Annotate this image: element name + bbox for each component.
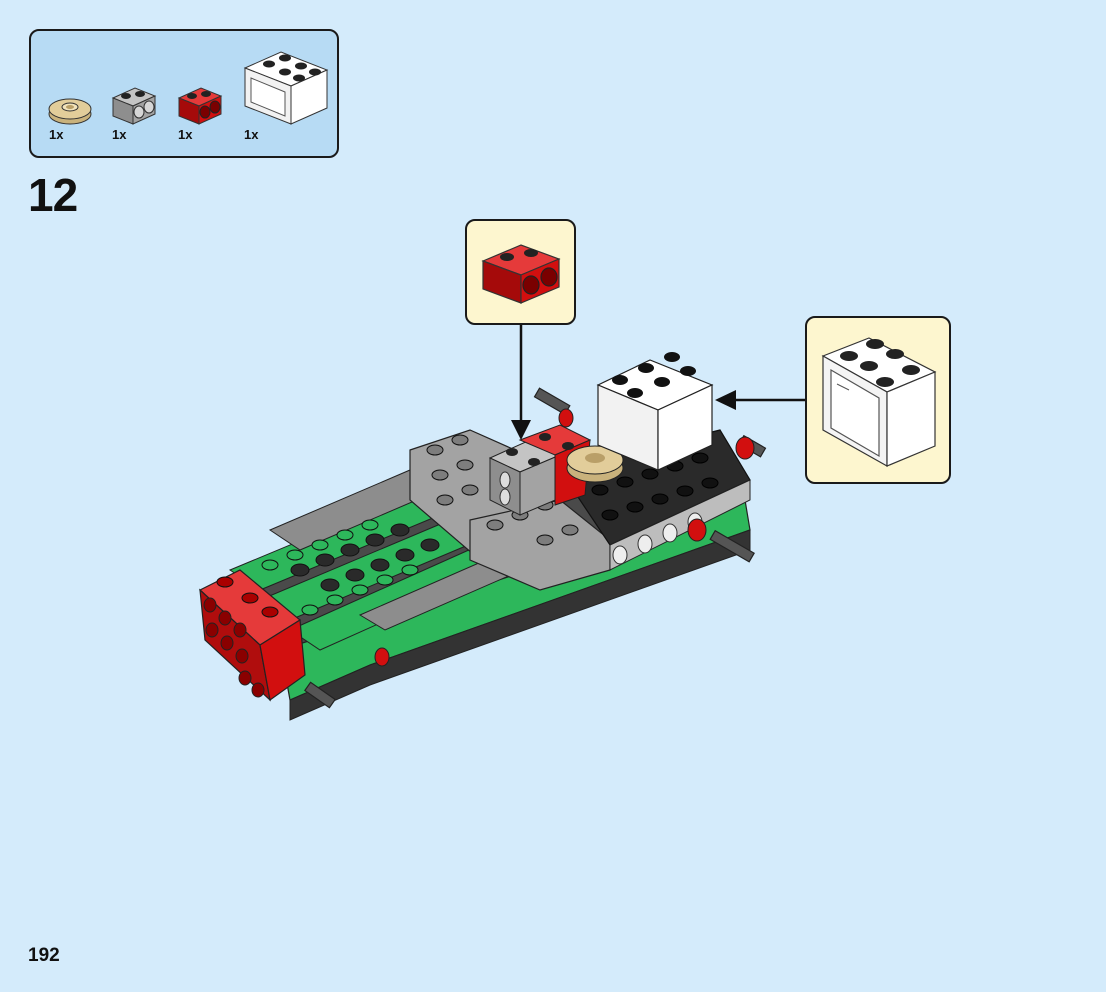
red-technic-brick-icon bbox=[175, 82, 225, 126]
callout-red-brick bbox=[465, 219, 576, 325]
step-number: 12 bbox=[28, 169, 78, 221]
white-box-icon bbox=[821, 337, 937, 468]
part-quantity: 1x bbox=[112, 127, 127, 142]
part-quantity: 1x bbox=[49, 127, 64, 142]
vehicle-assembly-model bbox=[198, 352, 767, 721]
grey-technic-brick-icon bbox=[109, 82, 159, 126]
callout-white-box bbox=[805, 316, 951, 484]
white-box-icon bbox=[241, 46, 331, 126]
part-quantity: 1x bbox=[244, 127, 259, 142]
tan-round-plate-icon bbox=[47, 94, 93, 126]
page-number: 192 bbox=[28, 945, 60, 966]
parts-list-box: 1x 1x 1x bbox=[29, 29, 339, 158]
red-technic-brick-icon bbox=[481, 244, 561, 304]
part-quantity: 1x bbox=[178, 127, 193, 142]
